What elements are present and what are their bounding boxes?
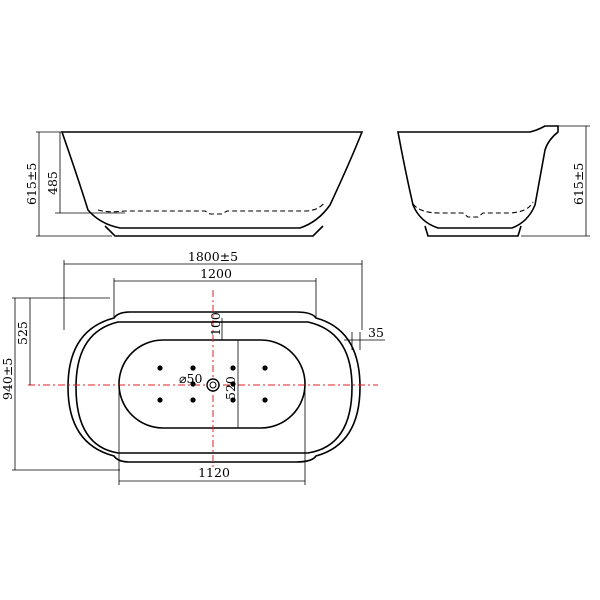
jet-icon [157, 397, 163, 403]
plan-view-outer-rim [67, 311, 361, 463]
jet-icon [157, 365, 163, 371]
end-view-base [424, 225, 522, 237]
end-view: 615±5 [397, 125, 590, 237]
drain-label: ⌀50 [179, 371, 202, 386]
jet-icon [190, 397, 196, 403]
floor-width-label: 520 [223, 376, 238, 400]
jet-icon [190, 365, 196, 371]
side-view-depth-label: 485 [45, 171, 60, 195]
drain-icon [206, 378, 220, 392]
plan-view-inner-rim [75, 321, 353, 454]
jet-icon [230, 365, 236, 371]
half-width-label: 525 [15, 321, 30, 345]
jet-icon [262, 365, 268, 371]
jets [157, 365, 268, 403]
end-view-height-label: 615±5 [571, 163, 586, 205]
side-view-height-label: 615±5 [24, 163, 39, 205]
jet-icon [230, 397, 236, 403]
side-view-outline [60, 131, 364, 229]
overall-length-label: 1800±5 [188, 249, 238, 264]
rim-thickness-label: 35 [368, 325, 384, 340]
side-view-base [104, 225, 324, 237]
jet-icon [230, 381, 236, 387]
rim-to-floor-label: 100 [208, 312, 223, 336]
end-view-outline [397, 125, 559, 229]
jet-icon [262, 397, 268, 403]
top-length-label: 1200 [200, 266, 232, 281]
side-view: 615±5 485 [24, 131, 364, 237]
side-view-inner-floor [97, 201, 326, 215]
plan-view: 1800±5 1200 940±5 525 100 35 ⌀50 520 [0, 249, 385, 485]
overall-width-label: 940±5 [0, 358, 15, 400]
jet-icon [190, 381, 196, 387]
end-view-inner-floor [412, 201, 534, 218]
floor-length-label: 1120 [198, 465, 230, 480]
